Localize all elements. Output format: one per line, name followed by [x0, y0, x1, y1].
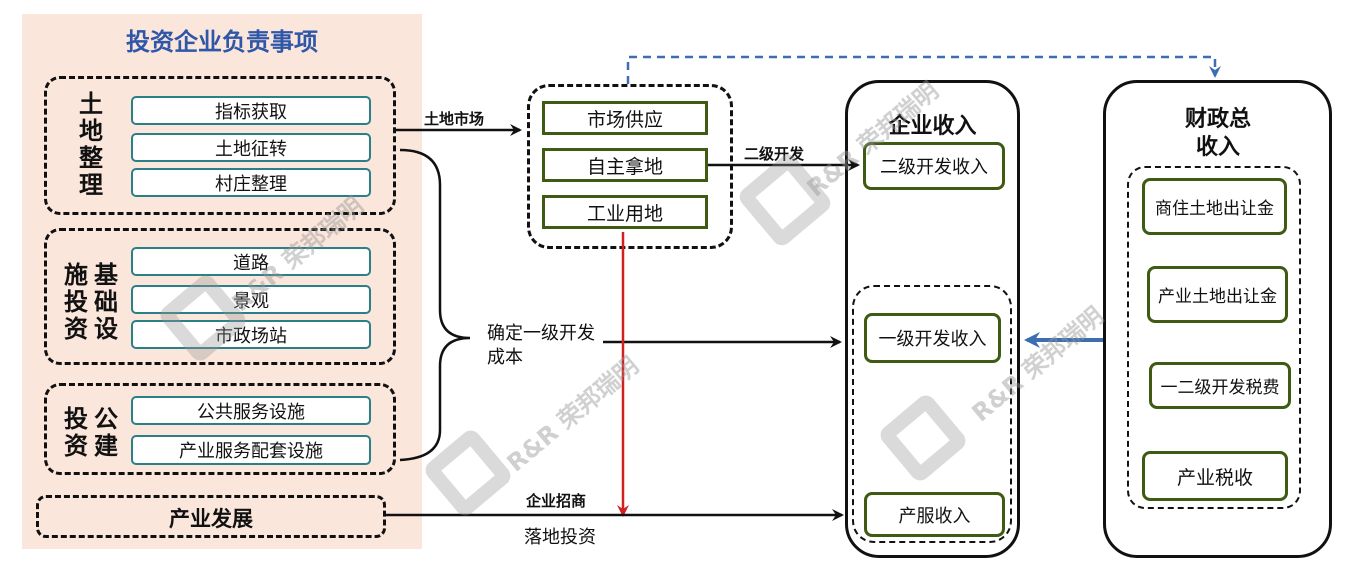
public-item: 产业服务配套设施	[131, 435, 371, 465]
fiscal-revenue-item: 产业土地出让金	[1147, 266, 1288, 323]
land-item: 村庄整理	[131, 168, 371, 197]
market-item: 工业用地	[542, 195, 708, 229]
edge-label-secondary-dev: 二级开发	[744, 145, 805, 163]
infra-item: 道路	[131, 247, 371, 276]
fiscal-revenue-title: 财政总收入	[1185, 107, 1252, 160]
fiscal-revenue-frame	[1103, 80, 1332, 558]
fiscal-revenue-item: 商住土地出让金	[1142, 178, 1287, 235]
market-item: 自主拿地	[542, 148, 708, 182]
edge-label-investment-attraction: 企业招商	[526, 492, 587, 510]
public-group	[44, 383, 396, 475]
market-item: 市场供应	[542, 101, 708, 135]
cost-brace	[399, 148, 471, 462]
edge-label-landing-investment: 落地投资	[524, 527, 596, 548]
land-group-label: 土地整理	[79, 90, 103, 199]
fiscal-revenue-item: 一二级开发税费	[1149, 362, 1291, 409]
infra-item: 市政场站	[131, 320, 371, 349]
infra-group	[44, 228, 396, 365]
enterprise-revenue-item: 产服收入	[864, 492, 1005, 537]
industry-label: 产业发展	[169, 507, 253, 531]
fiscal-items-group	[1127, 166, 1301, 509]
land-group	[44, 76, 396, 215]
infra-group-label-col1: 施投资	[64, 261, 88, 343]
primary-revenue-group	[852, 285, 1012, 543]
enterprise-revenue-frame	[845, 80, 1020, 558]
land-item: 指标获取	[131, 96, 371, 125]
panel-title: 投资企业负责事项	[126, 28, 318, 56]
enterprise-revenue-title: 企业收入	[888, 114, 977, 139]
public-group-label-col2: 公建	[94, 405, 118, 460]
enterprise-revenue-item: 二级开发收入	[863, 142, 1005, 190]
land-item: 土地征转	[131, 133, 371, 162]
enterprise-revenue-item: 一级开发收入	[864, 313, 1001, 363]
public-group-label-col1: 投资	[64, 405, 88, 460]
industry-group	[36, 495, 386, 538]
fiscal-revenue-item: 产业税收	[1142, 451, 1288, 501]
infra-group-label-col2: 基础设	[94, 261, 118, 343]
edge-label-land-market: 土地市场	[424, 110, 485, 128]
blue-dashed-arrow	[626, 55, 1221, 84]
infra-item: 景观	[131, 285, 371, 314]
edge-label-primary-cost: 确定一级开发成本	[487, 323, 595, 368]
market-group	[527, 84, 733, 249]
public-item: 公共服务设施	[131, 396, 371, 425]
